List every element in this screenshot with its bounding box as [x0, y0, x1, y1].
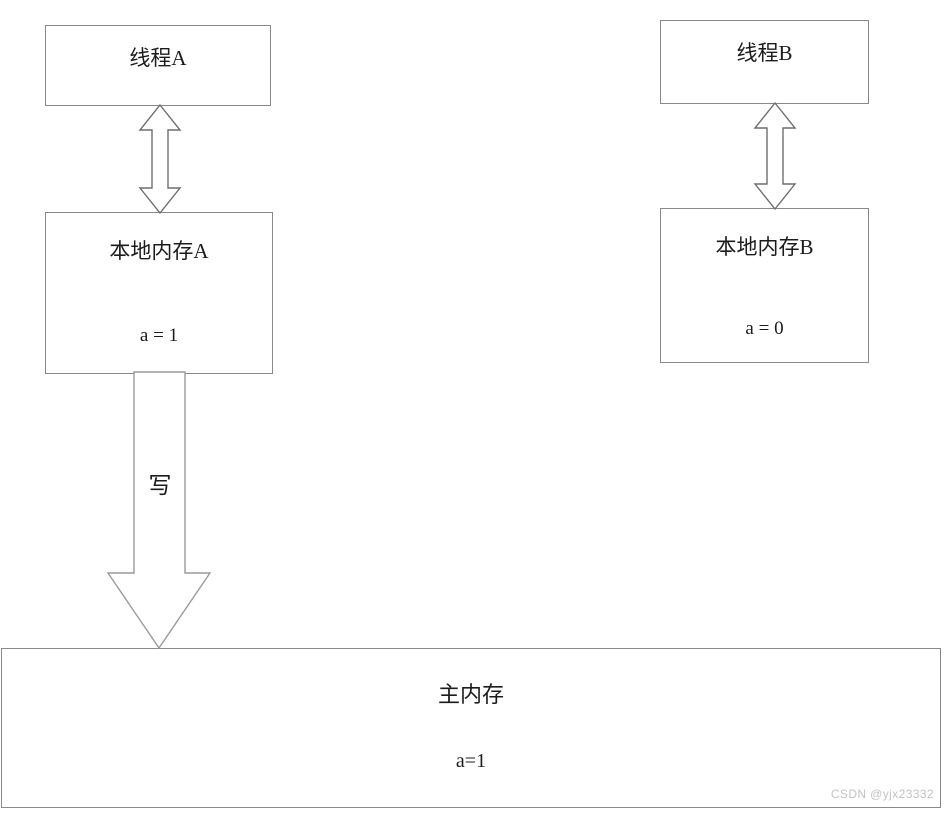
main-memory-label: 主内存 [437, 682, 504, 707]
local-memory-a-box: 本地内存A a = 1 [45, 212, 273, 374]
double-headed-arrow-icon-thread-a [138, 103, 182, 215]
double-headed-arrow-icon-thread-b [753, 101, 797, 211]
local-memory-a-label: 本地内存A [109, 239, 209, 263]
thread-a-box: 线程A [45, 25, 271, 106]
main-memory-box: 主内存 a=1 [1, 648, 941, 808]
thread-b-box: 线程B [660, 20, 869, 104]
local-memory-b-label: 本地内存B [715, 235, 814, 259]
write-arrow-label: 写 [148, 473, 172, 498]
write-block-arrow-icon [106, 371, 212, 650]
thread-a-label: 线程A [129, 46, 187, 70]
watermark-text: CSDN @yjx23332 [830, 787, 934, 801]
local-memory-b-box: 本地内存B a = 0 [660, 208, 869, 363]
local-memory-a-value: a = 1 [139, 325, 179, 346]
thread-b-label: 线程B [736, 41, 793, 65]
main-memory-value: a=1 [455, 750, 487, 772]
local-memory-b-value: a = 0 [745, 318, 784, 339]
